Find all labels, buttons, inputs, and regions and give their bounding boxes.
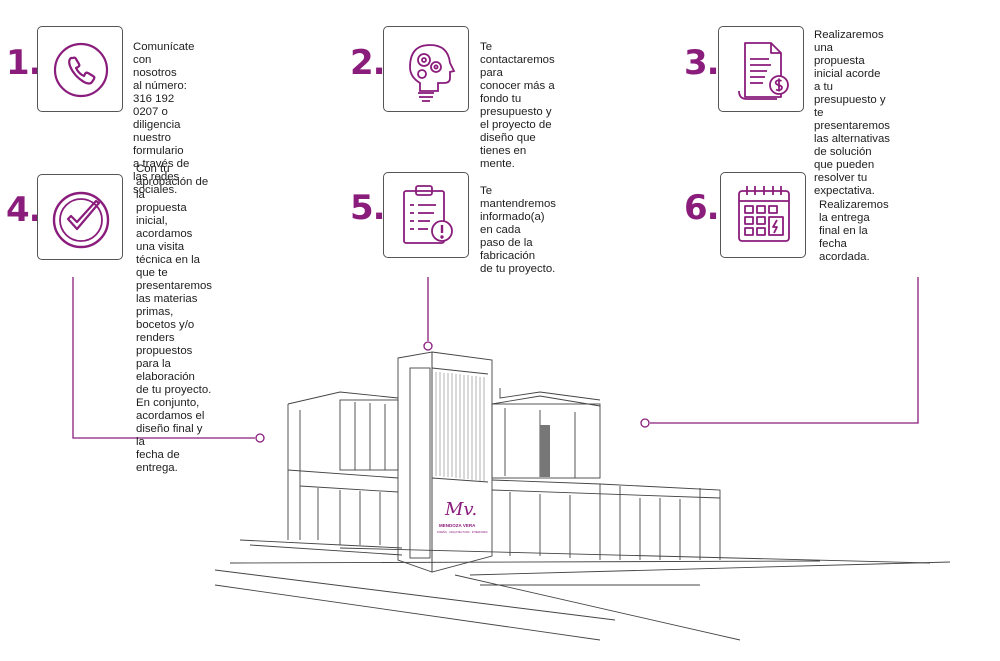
step-5-number: 5. xyxy=(350,188,386,228)
step-2-icon-box xyxy=(383,26,469,112)
step-6-icon-box xyxy=(720,172,806,258)
step-1-text: Comunícate con nosotros al número: 316 1… xyxy=(133,41,195,196)
step-1-number: 1. xyxy=(6,43,42,83)
step-6-text: Realizaremos la entrega final en la fech… xyxy=(819,199,889,263)
connector-step-4 xyxy=(72,277,255,439)
step-4-text: Con tu aprobación de la propuesta inicia… xyxy=(136,163,212,474)
step-3-number: 3. xyxy=(684,43,720,83)
brand-logo: Mv. MENDOZA VERA DISEÑO · ARQUITECTURA ·… xyxy=(437,499,488,534)
phone-icon xyxy=(53,42,109,98)
step-4-number: 4. xyxy=(6,190,42,230)
step-1-icon-box xyxy=(37,26,123,112)
step-3-icon-box xyxy=(718,26,804,112)
step-3-text: Realizaremos una propuesta inicial acord… xyxy=(814,29,890,197)
step-4-icon-box xyxy=(37,174,123,260)
logo-mark: Mv. xyxy=(444,499,477,520)
clipboard-alert-icon xyxy=(403,185,453,244)
step-2-text: Te contactaremos para conocer más a fond… xyxy=(480,41,555,170)
logo-tagline: DISEÑO · ARQUITECTURA · INTERIORES xyxy=(437,529,488,534)
step-6-number: 6. xyxy=(684,188,720,228)
document-dollar-icon xyxy=(738,42,789,100)
step-5-text: Te mantendremos informado(a) en cada pas… xyxy=(480,185,556,275)
calendar-icon xyxy=(738,186,790,242)
step-5-icon-box xyxy=(383,172,469,258)
step-2-number: 2. xyxy=(350,43,386,83)
logo-name: MENDOZA VERA xyxy=(439,523,476,528)
checkmark-circle-icon xyxy=(52,191,110,249)
lightbulb-gears-icon xyxy=(409,44,456,102)
connector-step-6 xyxy=(650,277,919,424)
